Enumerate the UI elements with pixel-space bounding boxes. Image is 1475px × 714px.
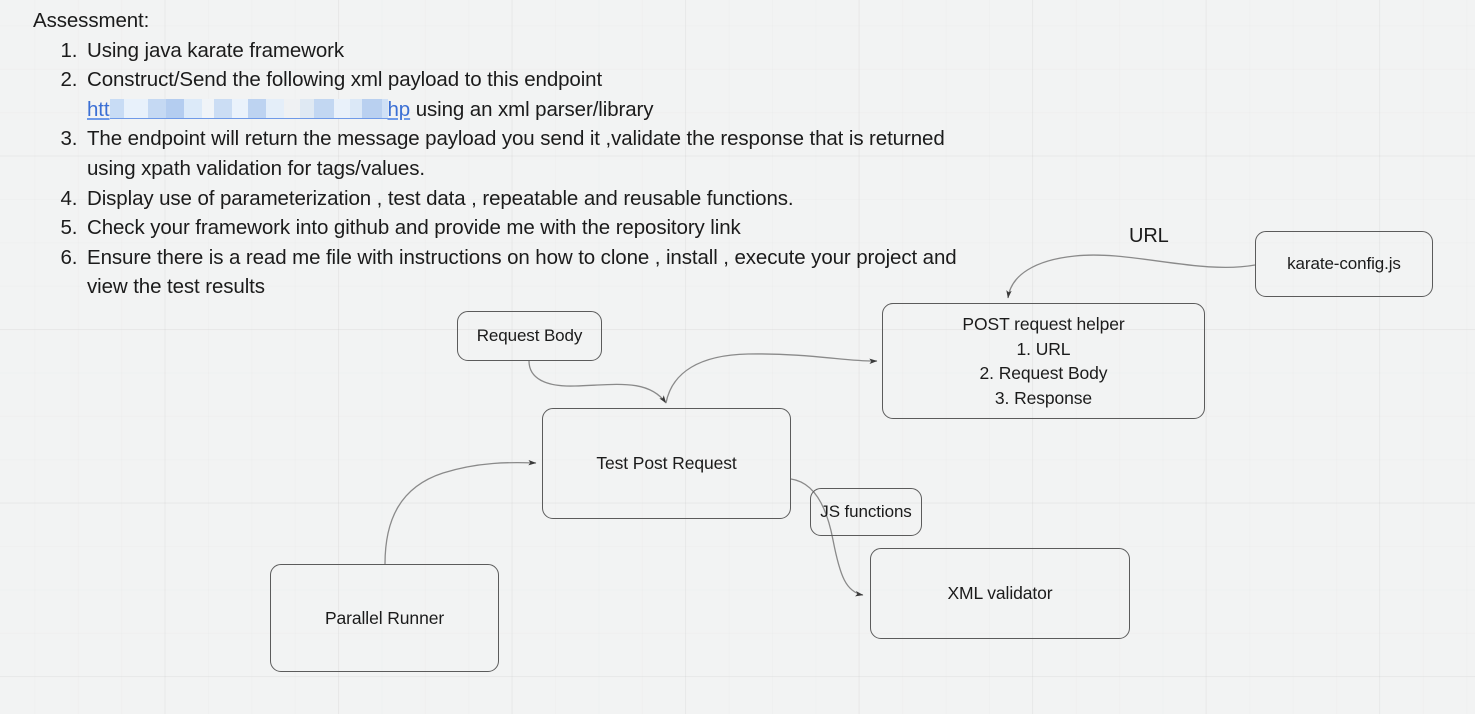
url-redacted-block (109, 98, 388, 119)
edge-parallel-runner-to-test-post (384, 460, 537, 565)
edge-karate-config-to-post-helper (1006, 254, 1256, 299)
node-label: POST request helper 1. URL 2. Request Bo… (962, 314, 1125, 408)
node-test-post-request[interactable]: Test Post Request (542, 408, 791, 519)
node-label: JS functions (820, 501, 912, 521)
endpoint-url-link[interactable]: htt hp (87, 98, 410, 121)
node-post-request-helper[interactable]: POST request helper 1. URL 2. Request Bo… (882, 303, 1205, 419)
assessment-text-block: Assessment: Using java karate framework … (33, 6, 973, 302)
node-label: Test Post Request (596, 453, 737, 474)
assessment-list: Using java karate framework Construct/Se… (33, 36, 973, 302)
list-item: Construct/Send the following xml payload… (83, 65, 973, 124)
edge-label-url: URL (1129, 225, 1169, 247)
node-karate-config-js[interactable]: karate-config.js (1255, 231, 1433, 297)
node-label: Parallel Runner (324, 607, 445, 628)
assessment-heading: Assessment: (33, 9, 150, 32)
list-item: Check your framework into github and pro… (83, 213, 973, 243)
list-item: Display use of parameterization , test d… (83, 184, 973, 214)
edge-test-post-to-post-helper (665, 353, 878, 404)
node-js-functions[interactable]: JS functions (810, 488, 922, 536)
node-request-body[interactable]: Request Body (457, 311, 602, 361)
node-xml-validator[interactable]: XML validator (870, 548, 1130, 639)
url-prefix: htt (87, 97, 110, 121)
node-label: karate-config.js (1287, 253, 1401, 273)
list-item: The endpoint will return the message pay… (83, 124, 973, 183)
list-item: Using java karate framework (83, 36, 973, 66)
node-label: Request Body (476, 325, 583, 345)
node-parallel-runner[interactable]: Parallel Runner (270, 564, 499, 672)
list-item-text: Construct/Send the following xml payload… (87, 68, 603, 92)
edge-request-body-to-test-post (528, 360, 667, 404)
url-trailing-text: using an xml parser/library (410, 97, 654, 121)
node-label: XML validator (947, 583, 1053, 604)
url-suffix: hp (387, 97, 411, 121)
list-item: Ensure there is a read me file with inst… (83, 243, 973, 302)
